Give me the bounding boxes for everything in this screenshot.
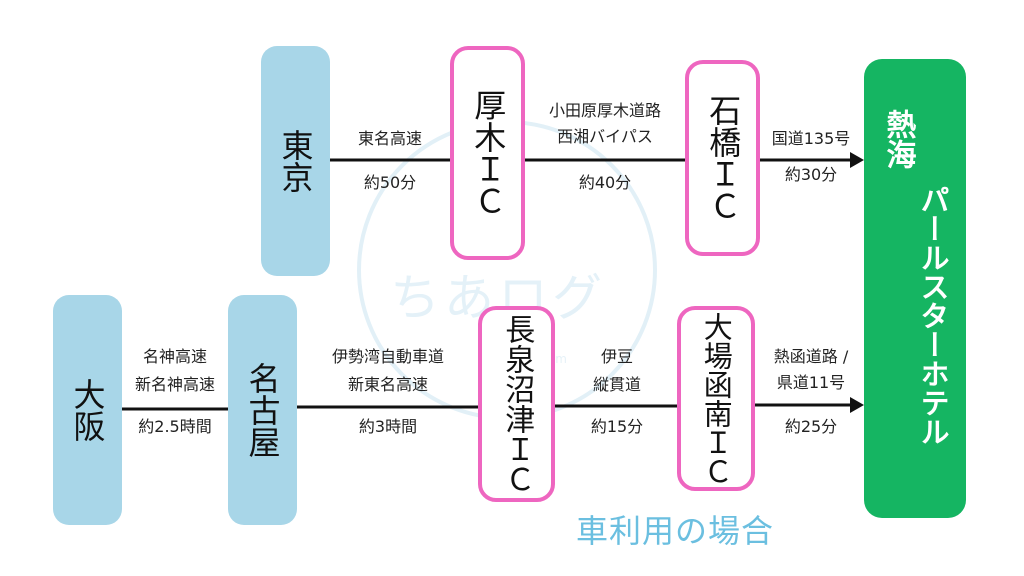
bottom-seg1-road-line1: 伊勢湾自動車道 <box>331 347 444 366</box>
top-seg3-time: 約30分 <box>784 165 838 184</box>
destination-line1: 熱海 <box>880 109 916 169</box>
city-nagoya-label: 名古屋 <box>243 362 282 458</box>
ic-atsugi-label: 厚木ＩＣ <box>469 89 508 217</box>
city-tokyo: 東京 <box>261 46 330 276</box>
top-seg1-road: 東名高速 <box>357 129 422 148</box>
ic-nagaizumi-numazu-label: 長泉沼津ＩＣ <box>499 314 535 494</box>
bottom-seg3-road-line1: 熱函道路 / <box>773 347 849 366</box>
top-seg1-time: 約50分 <box>363 173 417 192</box>
city-tokyo-label: 東京 <box>276 129 315 193</box>
caption-by-car: 車利用の場合 <box>576 512 775 550</box>
top-seg2-road-line2: 西湘バイパス <box>557 127 653 146</box>
bottom-seg2-road-line1: 伊豆 <box>600 347 633 366</box>
ic-atsugi: 厚木ＩＣ <box>450 46 525 260</box>
top-seg2-time: 約40分 <box>578 173 632 192</box>
bottom-seg2-road-line2: 縦貫道 <box>592 375 641 394</box>
top-route-arrowhead <box>850 152 864 168</box>
city-osaka-label: 大阪 <box>68 378 107 442</box>
bottom-seg0-road-line1: 名神高速 <box>142 347 207 366</box>
bottom-seg0-road-line2: 新名神高速 <box>134 375 215 394</box>
bottom-seg3-road-line2: 県道11号 <box>776 373 846 392</box>
top-seg3-road: 国道135号 <box>771 129 851 148</box>
city-osaka: 大阪 <box>53 295 122 525</box>
ic-ishibashi: 石橋ＩＣ <box>685 60 760 256</box>
bottom-seg1-time: 約3時間 <box>358 417 418 436</box>
bottom-seg0-time: 約2.5時間 <box>138 417 212 436</box>
city-nagoya: 名古屋 <box>228 295 297 525</box>
bottom-route-arrowhead <box>850 397 864 413</box>
bottom-seg2-time: 約15分 <box>590 417 644 436</box>
ic-ohba-kannami: 大場函南ＩＣ <box>677 306 755 491</box>
bottom-seg3-time: 約25分 <box>784 417 838 436</box>
ic-ishibashi-label: 石橋ＩＣ <box>704 94 743 222</box>
ic-ohba-kannami-label: 大場函南ＩＣ <box>699 311 734 486</box>
bottom-seg1-road-line2: 新東名高速 <box>347 375 428 394</box>
destination-line2: パールスターホテル <box>915 185 950 446</box>
destination-box: 熱海 パールスターホテル <box>864 59 966 518</box>
top-seg2-road-line1: 小田原厚木道路 <box>548 101 661 120</box>
ic-nagaizumi-numazu: 長泉沼津ＩＣ <box>478 306 555 502</box>
